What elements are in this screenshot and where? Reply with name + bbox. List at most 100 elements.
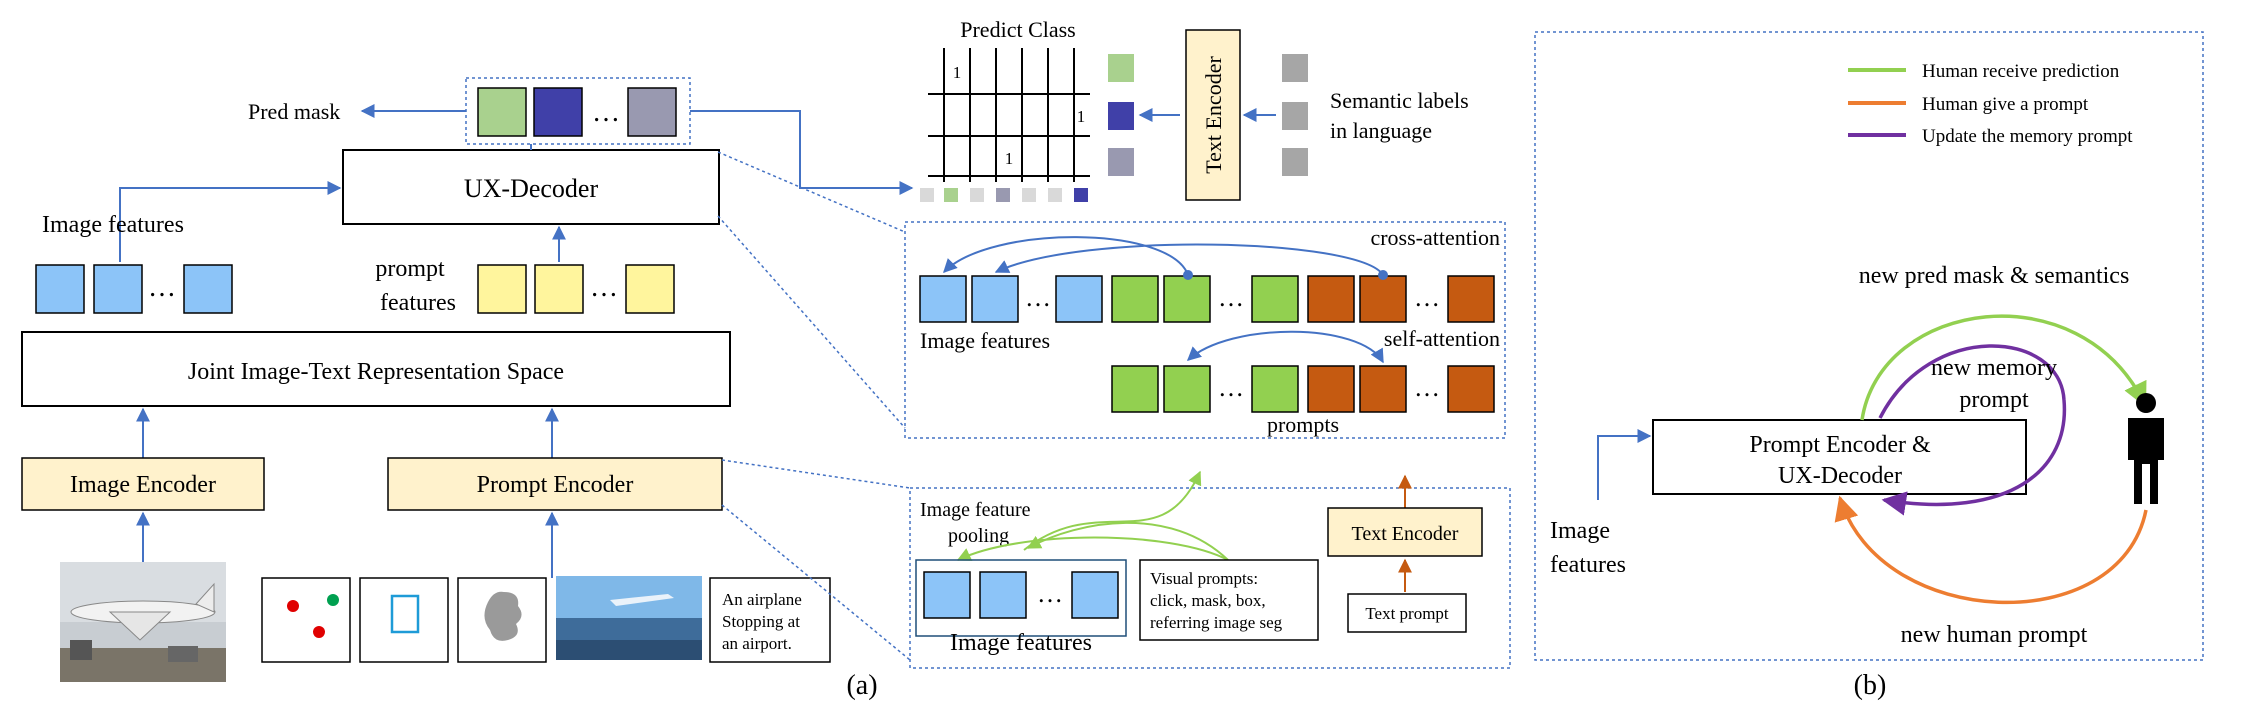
pooled-feature-2 bbox=[979, 571, 1027, 619]
encoder-line-1: Prompt Encoder & bbox=[1749, 432, 1931, 458]
grid-one-3: 1 bbox=[1005, 149, 1014, 168]
prompt-green-token-1 bbox=[1111, 365, 1159, 413]
panel-b: Human receive prediction Human give a pr… bbox=[1534, 31, 2204, 701]
attn-image-features-label: Image features bbox=[920, 328, 1050, 353]
new-pred-label: new pred mask & semantics bbox=[1859, 263, 2130, 289]
self-attn-arc bbox=[1186, 330, 1384, 364]
prompt-green-ellipsis: … bbox=[1218, 373, 1244, 402]
grid-one-1: 1 bbox=[953, 63, 962, 82]
semantic-label-2 bbox=[1282, 102, 1308, 130]
semantic-label-3 bbox=[1282, 148, 1308, 176]
box-prompt-box bbox=[359, 577, 449, 663]
pred-mask-gray bbox=[627, 87, 677, 137]
prompts-label: prompts bbox=[1267, 412, 1339, 437]
pooled-image-features-label: Image features bbox=[950, 630, 1092, 656]
mask-to-predict-arrow bbox=[690, 110, 914, 195]
legend-label-give: Human give a prompt bbox=[1922, 94, 2089, 115]
pred-mask-green bbox=[477, 87, 527, 137]
image-features-label-b-2: features bbox=[1550, 552, 1626, 578]
prompt-encoder-label: Prompt Encoder bbox=[477, 472, 634, 498]
attention-zoom-box bbox=[904, 221, 1506, 439]
image-features-to-decoder-arrow bbox=[119, 181, 342, 262]
image-feature-2 bbox=[93, 264, 143, 314]
image-features-label-b-1: Image bbox=[1550, 518, 1610, 544]
text-encoder-vertical-label: Text Encoder bbox=[1201, 56, 1226, 174]
prompt-green-token-n bbox=[1251, 365, 1299, 413]
predict-class-label: Predict Class bbox=[960, 17, 1076, 42]
click-prompt-box bbox=[261, 577, 351, 663]
new-human-prompt-label: new human prompt bbox=[1901, 622, 2088, 648]
prompt-orange-token-n bbox=[1447, 365, 1495, 413]
attn-green-token-2 bbox=[1163, 275, 1211, 323]
attn-image-token-2 bbox=[971, 275, 1019, 323]
ux-decoder-label: UX-Decoder bbox=[464, 174, 599, 203]
attn-green-token-n bbox=[1251, 275, 1299, 323]
prompt-feature-n bbox=[625, 264, 675, 314]
receive-prediction-arc bbox=[1860, 314, 2147, 421]
zoom-connector-2 bbox=[717, 215, 906, 429]
encoder-line-2: UX-Decoder bbox=[1778, 463, 1902, 489]
panel-b-label: (b) bbox=[1854, 670, 1887, 701]
airplane-photo bbox=[60, 562, 226, 682]
text-encoder-bottom-label: Text Encoder bbox=[1352, 523, 1459, 545]
click-point-red-1 bbox=[287, 600, 299, 612]
prompt-orange-token-1 bbox=[1307, 365, 1355, 413]
attn-orange-token-2 bbox=[1359, 275, 1407, 323]
legend-label-receive: Human receive prediction bbox=[1922, 61, 2120, 82]
caption-line-1: An airplane bbox=[722, 590, 802, 609]
attn-image-token-1 bbox=[919, 275, 967, 323]
semantic-labels-line-2: in language bbox=[1330, 118, 1432, 143]
click-point-red-2 bbox=[313, 626, 325, 638]
joint-space-label: Joint Image-Text Representation Space bbox=[188, 359, 564, 385]
ux-decoder-box bbox=[342, 149, 720, 225]
panel-a-label: (a) bbox=[846, 670, 877, 701]
prompt-features-label-1: prompt bbox=[375, 256, 445, 282]
zoom-connector-1 bbox=[717, 151, 906, 233]
pooling-arc-2 bbox=[956, 536, 1229, 561]
prompt-encoder-box bbox=[387, 457, 723, 511]
person-icon bbox=[2128, 393, 2164, 504]
pooling-line-2: pooling bbox=[948, 525, 1009, 547]
prompt-feature-2 bbox=[534, 264, 584, 314]
semantic-labels-line-1: Semantic labels bbox=[1330, 88, 1469, 113]
grid-one-2: 1 bbox=[1077, 107, 1086, 126]
human-prompt-arc bbox=[1834, 495, 2148, 605]
pred-mask-ellipsis: … bbox=[592, 97, 620, 128]
image-features-input-arrow bbox=[1597, 429, 1652, 500]
pooling-arc-out bbox=[1023, 470, 1202, 551]
caption-box bbox=[709, 577, 831, 663]
new-memory-line-2: prompt bbox=[1959, 387, 2029, 413]
panel-a: … Pred mask UX-Decoder Image features … … bbox=[21, 17, 1511, 701]
cross-attn-arc-1 bbox=[943, 236, 1189, 276]
prompt-features-label-2: features bbox=[380, 290, 456, 316]
zoom-connector-4 bbox=[721, 504, 911, 661]
caption-line-2: Stopping at bbox=[722, 612, 800, 631]
prompt-orange-ellipsis: … bbox=[1414, 373, 1440, 402]
pooled-feature-group bbox=[915, 559, 1127, 637]
class-embed-purple bbox=[1108, 102, 1134, 130]
class-embed-gray bbox=[1108, 148, 1134, 176]
memory-update-loop bbox=[1878, 344, 2067, 516]
attn-orange-ellipsis: … bbox=[1414, 283, 1440, 312]
class-strip bbox=[920, 188, 1088, 202]
attn-image-token-n bbox=[1055, 275, 1103, 323]
image-feature-ellipsis: … bbox=[148, 272, 176, 303]
prompt-encoder-zoom-box bbox=[909, 487, 1511, 669]
attn-green-token-1 bbox=[1111, 275, 1159, 323]
zoom-connector-3 bbox=[721, 459, 911, 489]
image-encoder-box bbox=[21, 457, 265, 511]
text-prompt-label: Text prompt bbox=[1365, 604, 1449, 623]
click-point-green bbox=[327, 594, 339, 606]
predict-class-grid bbox=[928, 48, 1090, 182]
self-attention-label: self-attention bbox=[1384, 326, 1500, 351]
new-memory-line-1: new memory bbox=[1931, 355, 2057, 381]
image-feature-1 bbox=[35, 264, 85, 314]
pooled-feature-ellipsis: … bbox=[1037, 579, 1063, 608]
legend-label-update: Update the memory prompt bbox=[1922, 126, 2133, 147]
visual-prompts-box bbox=[1139, 559, 1319, 641]
pred-mask-label: Pred mask bbox=[248, 99, 340, 124]
pooling-arc-1 bbox=[1026, 521, 1229, 561]
image-feature-n bbox=[183, 264, 233, 314]
text-encoder-vertical-box bbox=[1185, 29, 1241, 201]
